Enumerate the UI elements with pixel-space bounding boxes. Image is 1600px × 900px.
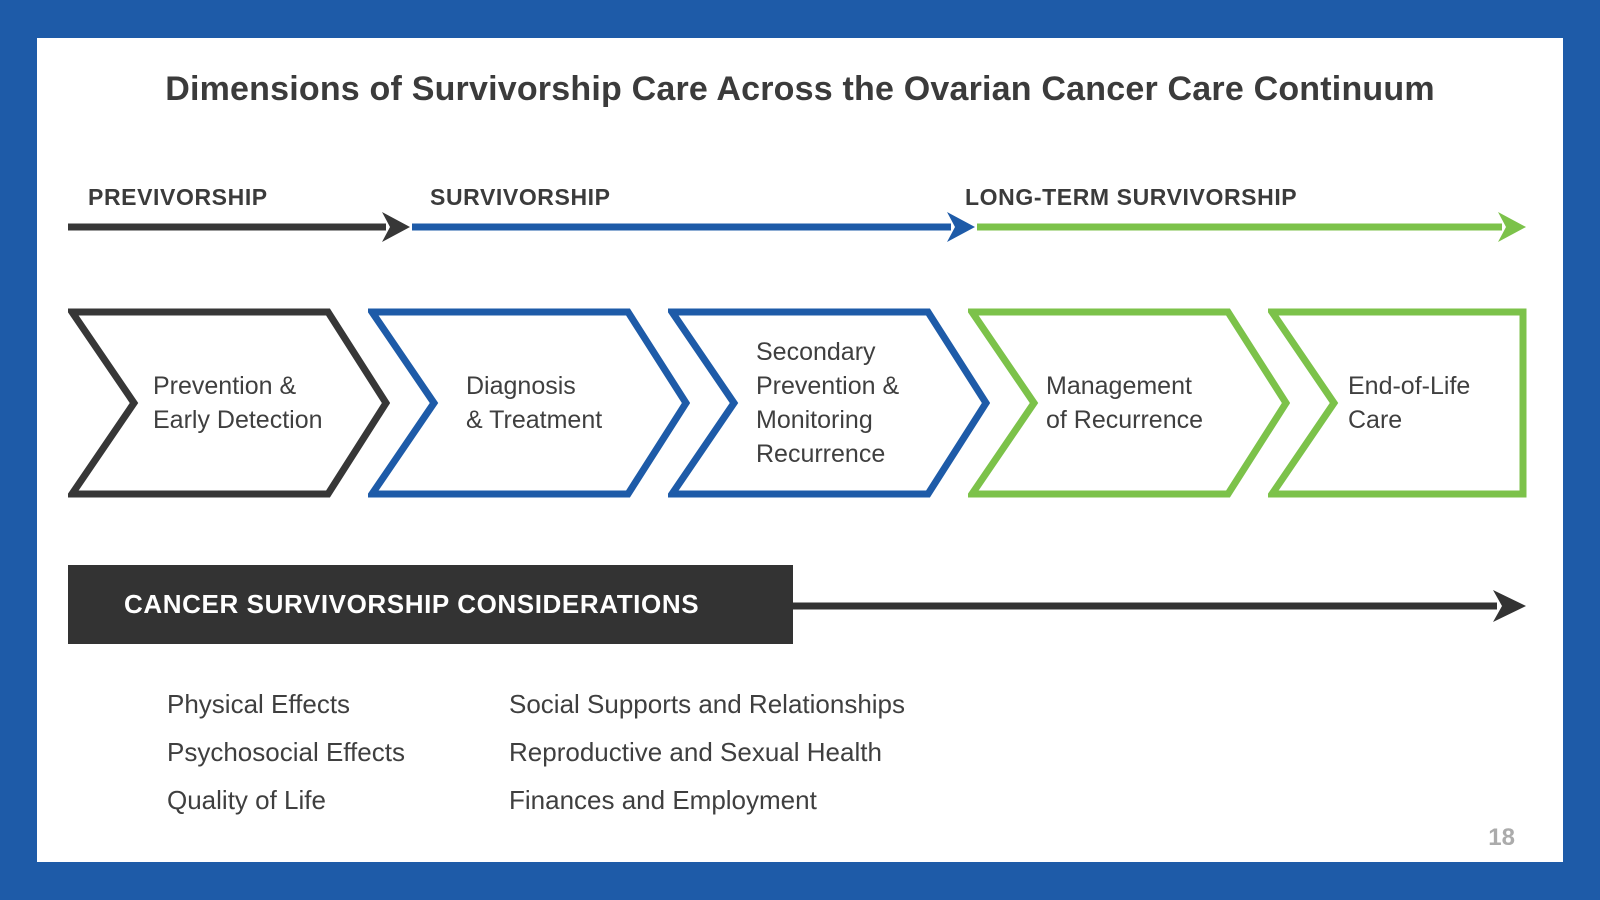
arrowhead-icon [947,212,975,242]
page-number: 18 [1488,824,1515,851]
page-title: Dimensions of Survivorship Care Across t… [165,70,1435,108]
considerations-list-left: Physical Effects Psychosocial Effects Qu… [167,680,405,824]
list-item: Reproductive and Sexual Health [509,737,882,767]
considerations-list-right: Social Supports and Relationships Reprod… [509,680,905,824]
list-item: Finances and Employment [509,785,817,815]
previvorship-arrow [68,212,410,242]
considerations-arrow [793,590,1526,622]
timeline-arrows [68,212,1526,242]
stage-label: End-of-Life Care [1348,372,1471,434]
list-item: Social Supports and Relationships [509,689,906,719]
stage-label: Diagnosis & Treatment [466,372,603,434]
chevron-shape [968,308,1290,498]
list-item: Quality of Life [167,785,326,815]
chevron-shape [1268,308,1527,498]
phase-label-long-term-survivorship: LONG-TERM SURVIVORSHIP [965,184,1298,210]
stage-end-of-life-care: End-of-Life Care [1268,308,1527,498]
long-term-survivorship-arrow [977,212,1526,242]
list-item: Psychosocial Effects [167,737,405,767]
arrowhead-icon [1498,212,1526,242]
considerations-header-bar: CANCER SURVIVORSHIP CONSIDERATIONS [68,565,793,644]
stage-label: Prevention & Early Detection [153,372,323,434]
list-item: Physical Effects [167,689,351,719]
phase-label-previvorship: PREVIVORSHIP [88,184,268,210]
survivorship-arrow [412,212,975,242]
considerations-header-label: CANCER SURVIVORSHIP CONSIDERATIONS [124,589,700,619]
arrowhead-icon [1493,590,1526,622]
stage-label: Management of Recurrence [1046,372,1204,434]
stage-prevention-early-detection: Prevention & Early Detection [68,308,390,498]
stage-diagnosis-treatment: Diagnosis & Treatment [368,308,690,498]
chevron-shape [368,308,690,498]
care-continuum-stages: Prevention & Early Detection Diagnosis &… [68,308,1527,498]
stage-management-of-recurrence: Management of Recurrence [968,308,1290,498]
stage-label: Secondary Prevention & Monitoring Recurr… [756,338,900,468]
chevron-shape [668,308,990,498]
phase-label-survivorship: SURVIVORSHIP [430,184,611,210]
stage-secondary-prevention-monitoring: Secondary Prevention & Monitoring Recurr… [668,308,990,498]
slide-canvas: Dimensions of Survivorship Care Across t… [37,38,1563,862]
arrowhead-icon [382,212,410,242]
chevron-shape [68,308,390,498]
